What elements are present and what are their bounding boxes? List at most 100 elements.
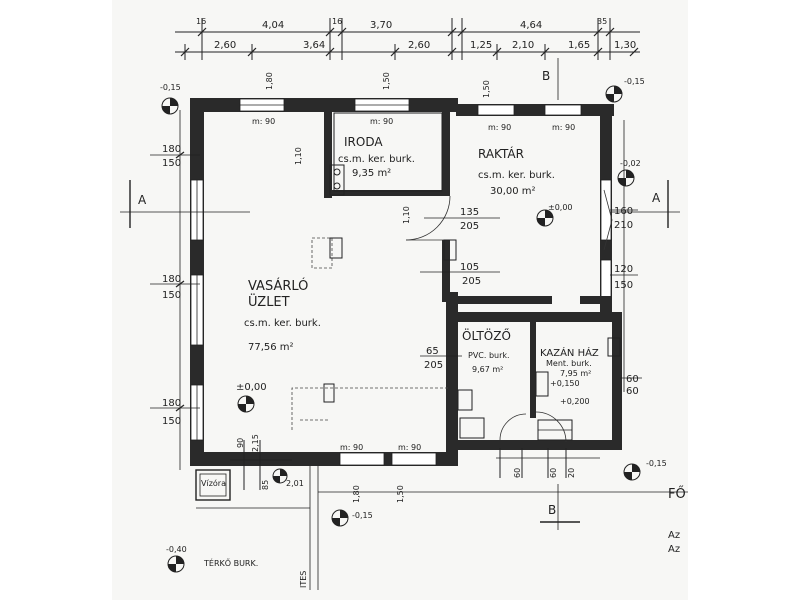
room-finish: Ment. burk.: [546, 359, 592, 368]
room-oltozo: ÖLTÖZŐ PVC. burk. 9,67 m²: [462, 327, 511, 374]
side-label: Az: [668, 544, 680, 555]
section-mark: B: [542, 69, 550, 83]
dim-text: 1,10: [402, 206, 411, 224]
dim-text: 150: [162, 416, 181, 427]
dim-text: 20: [567, 468, 576, 478]
interior-walls: [324, 112, 612, 418]
dim-text: 1,80: [265, 72, 274, 90]
room-kazan: KAZÁN HÁZ Ment. burk. 7,95 m²: [540, 346, 599, 378]
dim-text: 150: [614, 280, 633, 291]
level-marker: [605, 85, 623, 103]
room-area: 30,00 m²: [490, 186, 536, 197]
dim-text: 35: [597, 17, 607, 26]
level-marker: [272, 468, 288, 484]
dim-text: 60: [549, 468, 558, 478]
room-finish: cs.m. ker. burk.: [244, 318, 321, 329]
level-marker: [623, 463, 641, 481]
dim-text: 4,64: [520, 20, 542, 31]
room-name: ÜZLET: [248, 293, 290, 310]
room-raktar: RAKTÁR cs.m. ker. burk. 30,00 m²: [478, 146, 555, 197]
dim-text: 2,15: [251, 434, 260, 452]
window-label: m: 90: [552, 123, 575, 132]
window-openings: [190, 98, 612, 466]
level-text: -0,15: [160, 83, 181, 92]
level-marker: [237, 395, 255, 413]
left-dimension-texts: 180 150 180 150 180 150: [162, 144, 181, 427]
dim-text: 1,80: [352, 485, 361, 503]
section-mark: B: [548, 503, 556, 517]
side-label: Az: [668, 530, 680, 541]
dim-text: 60: [626, 374, 639, 385]
window-label: m: 90: [488, 123, 511, 132]
fixtures: [457, 337, 621, 441]
bottom-tick-texts: 90 2,01 60 60 20 85 2,15: [236, 434, 576, 490]
room-name: ÖLTÖZŐ: [462, 327, 511, 343]
dim-text: 205: [460, 221, 479, 232]
dim-text: 2,60: [408, 40, 430, 51]
dim-text: 16: [332, 17, 342, 26]
dim-text: 135: [460, 207, 479, 218]
room-area: 9,35 m²: [352, 168, 391, 179]
level-text: +0,200: [560, 397, 590, 406]
door-swings: [405, 189, 613, 443]
level-texts: -0,15 -0,15 -0,02 ±0,00 ±0,00 +0,150 +0,…: [160, 77, 667, 554]
room-finish: cs.m. ker. burk.: [478, 170, 555, 181]
dim-text: 205: [462, 276, 481, 287]
room-name: IRODA: [344, 135, 383, 149]
dim-text: 60: [513, 468, 522, 478]
dim-text: 105: [460, 262, 479, 273]
furniture-dashed: [291, 164, 457, 430]
dim-text: 1,30: [614, 40, 636, 51]
dim-text: 205: [424, 360, 443, 371]
dim-text: 180: [162, 144, 181, 155]
level-text: -0,02: [620, 159, 641, 168]
room-area: 9,67 m²: [472, 365, 503, 374]
room-area: 77,56 m²: [248, 342, 294, 353]
dim-text: 120: [614, 264, 633, 275]
section-mark: A: [652, 191, 661, 205]
room-area: 7,95 m²: [560, 369, 591, 378]
opening-height-texts: 1,80 1,50 1,10 1,50 1,80 1,10 1,50: [265, 72, 491, 503]
window-label: m: 90: [398, 443, 421, 452]
level-marker: [161, 97, 179, 115]
dim-text: 2,01: [286, 479, 304, 488]
level-text: +0,150: [550, 379, 580, 388]
dim-text: 180: [162, 398, 181, 409]
dim-text: 1,50: [482, 80, 491, 98]
dim-text: 3,64: [303, 40, 325, 51]
dim-text: 150: [162, 158, 181, 169]
dim-text: 65: [426, 346, 439, 357]
dim-text: 4,04: [262, 20, 284, 31]
dim-text: 1,65: [568, 40, 590, 51]
room-name: KAZÁN HÁZ: [540, 346, 599, 359]
top-dimension-texts: 4,04 3,70 4,64 16 16 35 2,60 3,64 2,60 1…: [196, 17, 636, 51]
room-finish: cs.m. ker. burk.: [338, 154, 415, 165]
left-dimension-lines: [150, 110, 200, 470]
dim-text: 90: [236, 438, 245, 448]
section-marks: A A B B: [120, 58, 680, 530]
dim-text: 160: [614, 206, 633, 217]
level-text: ±0,00: [548, 203, 573, 212]
top-dimension-lines: [175, 18, 640, 60]
dim-text: 3,70: [370, 20, 392, 31]
level-text: -0,15: [352, 511, 373, 520]
window-labels: m: 90 m: 90 m: 90 m: 90 m: 90 m: 90: [252, 117, 575, 452]
dim-text: 2,10: [512, 40, 534, 51]
right-dimension-lines: [610, 120, 642, 392]
window-label: m: 90: [370, 117, 393, 126]
window-label: m: 90: [340, 443, 363, 452]
room-finish: PVC. burk.: [468, 351, 510, 360]
dim-text: 1,50: [396, 485, 405, 503]
room-iroda: IRODA cs.m. ker. burk. 9,35 m²: [338, 135, 415, 179]
level-text: -0,15: [646, 459, 667, 468]
level-marker: [536, 209, 554, 227]
room-uzlet: VASÁRLÓ ÜZLET cs.m. ker. burk. 77,56 m²: [244, 278, 321, 353]
dim-text: 180: [162, 274, 181, 285]
dim-text: 1,25: [470, 40, 492, 51]
right-dimension-texts: 160 210 120 150 60 60: [614, 206, 639, 397]
dim-text: 210: [614, 220, 633, 231]
level-text: -0,15: [624, 77, 645, 86]
room-name: RAKTÁR: [478, 146, 524, 161]
